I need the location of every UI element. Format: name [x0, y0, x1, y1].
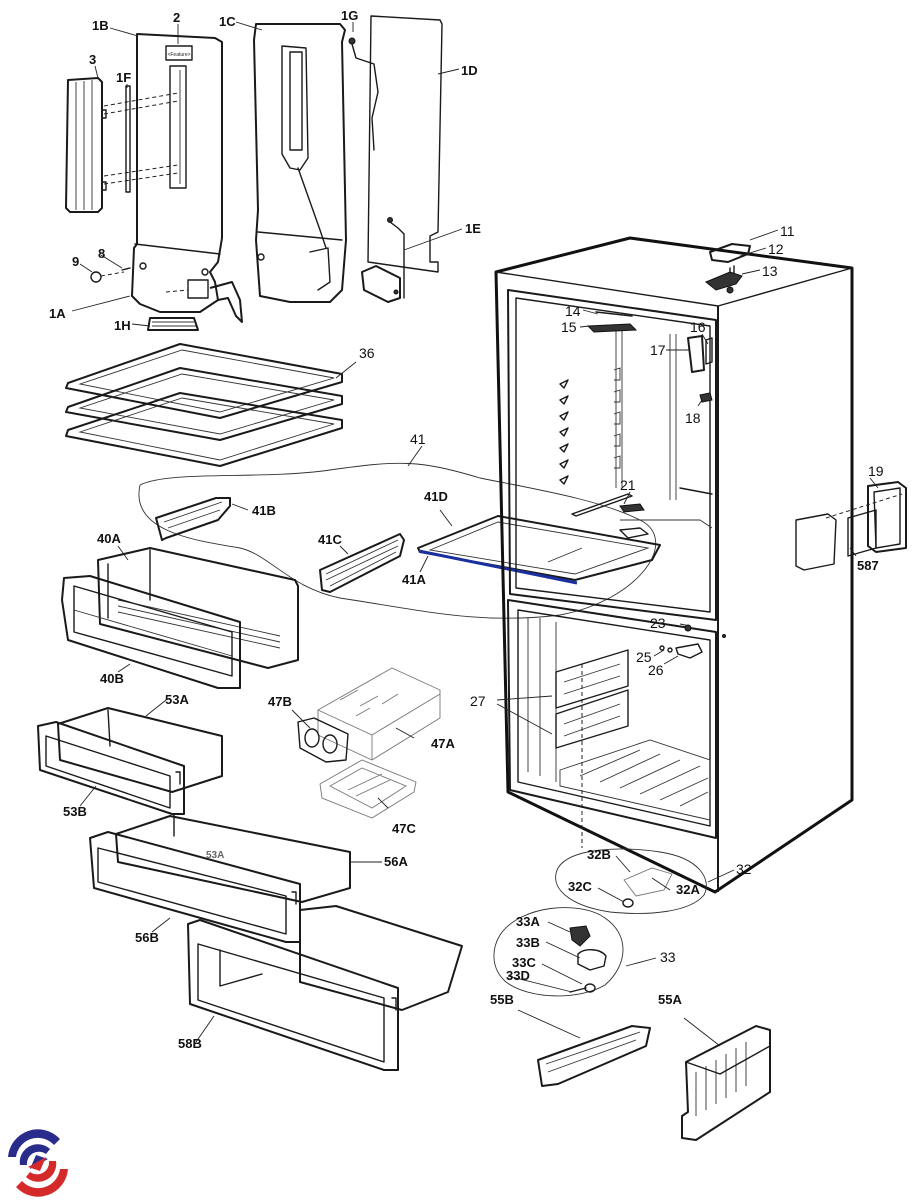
- door-handle-3: [65, 77, 107, 213]
- handle-gasket-1F: [125, 85, 131, 193]
- label-23: 23: [650, 615, 666, 631]
- swirl-logo-icon: [8, 1129, 68, 1197]
- label-40A: 40A: [97, 531, 121, 546]
- label-1D: 1D: [461, 63, 478, 78]
- label-26: 26: [648, 662, 664, 678]
- label-11: 11: [780, 223, 795, 239]
- label-14: 14: [565, 303, 581, 319]
- label-32: 32: [736, 861, 752, 877]
- shelf-assembly-41-outline: [138, 462, 657, 619]
- label-55A: 55A: [658, 992, 682, 1007]
- label-587: 587: [857, 558, 879, 573]
- label-15: 15: [561, 319, 577, 335]
- rail-55A: [681, 1025, 771, 1141]
- ice-bin-47C: [319, 759, 417, 819]
- label-33A: 33A: [516, 914, 540, 929]
- leader-lines: [71, 21, 879, 1047]
- part-labels-numeric: 11 12 13 14 15 16 17 18 21 19 36 41 23 2…: [359, 223, 884, 965]
- label-55B: 55B: [490, 992, 514, 1007]
- label-16: 16: [690, 319, 706, 335]
- refrigerator-cabinet: [494, 236, 854, 894]
- label-56A: 56A: [384, 854, 408, 869]
- svg-text:<Feature>: <Feature>: [167, 52, 190, 58]
- label-36: 36: [359, 345, 375, 361]
- ice-ejector-47B: [297, 717, 349, 763]
- label-12: 12: [768, 241, 784, 257]
- label-56B: 56B: [135, 930, 159, 945]
- label-9: 9: [72, 254, 79, 269]
- label-32A: 32A: [676, 882, 700, 897]
- door-panel-1D: [367, 15, 443, 273]
- door-liner-1C: [253, 23, 347, 303]
- leveler-kit-33: [493, 907, 624, 997]
- label-47A: 47A: [431, 736, 455, 751]
- label-1G: 1G: [341, 8, 358, 23]
- crisper-drawer-40A: [97, 547, 299, 669]
- label-8: 8: [98, 246, 105, 261]
- label-53A-faded: 53A: [206, 850, 224, 861]
- dispenser-chute-1H: [147, 317, 199, 331]
- label-33C: 33C: [512, 955, 536, 970]
- label-13: 13: [762, 263, 778, 279]
- label-41A: 41A: [402, 572, 426, 587]
- label-17: 17: [650, 342, 666, 358]
- drawer-58: [187, 905, 463, 1071]
- label-47B: 47B: [268, 694, 292, 709]
- label-2: 2: [173, 10, 180, 25]
- label-21: 21: [620, 477, 636, 493]
- drawer-front-56B: [89, 831, 301, 943]
- label-33D: 33D: [506, 968, 530, 983]
- glass-shelf-41D: [417, 515, 661, 581]
- label-41C: 41C: [318, 532, 342, 547]
- label-41D: 41D: [424, 489, 448, 504]
- label-1C: 1C: [219, 14, 236, 29]
- label-53A: 53A: [165, 692, 189, 707]
- label-27: 27: [470, 693, 486, 709]
- drawer-bin-56A: [115, 813, 351, 903]
- label-47C: 47C: [392, 821, 416, 836]
- shelf-bracket-41C: [319, 533, 405, 593]
- label-1E: 1E: [465, 221, 481, 236]
- shelf-bracket-41B: [155, 497, 231, 541]
- dispenser-bracket: [361, 265, 401, 303]
- label-33B: 33B: [516, 935, 540, 950]
- label-41: 41: [410, 431, 426, 447]
- crisper-front-40B: [61, 575, 241, 689]
- water-tube-1G: [348, 37, 379, 151]
- dashed-mount-lines: [103, 92, 179, 185]
- label-58B: 58B: [178, 1036, 202, 1051]
- label-1F: 1F: [116, 70, 131, 85]
- rail-55B: [537, 1025, 651, 1087]
- label-19: 19: [868, 463, 884, 479]
- label-33: 33: [660, 949, 676, 965]
- screws-8-9: [90, 267, 131, 283]
- label-18: 18: [685, 410, 701, 426]
- label-32C: 32C: [568, 879, 592, 894]
- door-outer-1B: <Feature>: [131, 33, 243, 323]
- hinge-kit-32: [555, 848, 707, 914]
- heater-wire-1E: [387, 217, 405, 299]
- label-25: 25: [636, 649, 652, 665]
- side-panel-19-587: [795, 481, 907, 571]
- drawer-front-53B: [37, 721, 185, 815]
- label-1A: 1A: [49, 306, 66, 321]
- label-32B: 32B: [587, 847, 611, 862]
- part-labels: 1B 2 1C 1G 1D 3 1F 1E 8 9 1A 1H 40A 40B …: [49, 8, 879, 1051]
- label-41B: 41B: [252, 503, 276, 518]
- label-3: 3: [89, 52, 96, 67]
- label-1B: 1B: [92, 18, 109, 33]
- label-1H: 1H: [114, 318, 131, 333]
- label-53B: 53B: [63, 804, 87, 819]
- glass-shelves-36: [65, 343, 343, 467]
- label-40B: 40B: [100, 671, 124, 686]
- shelf-trim-41A: [418, 549, 578, 585]
